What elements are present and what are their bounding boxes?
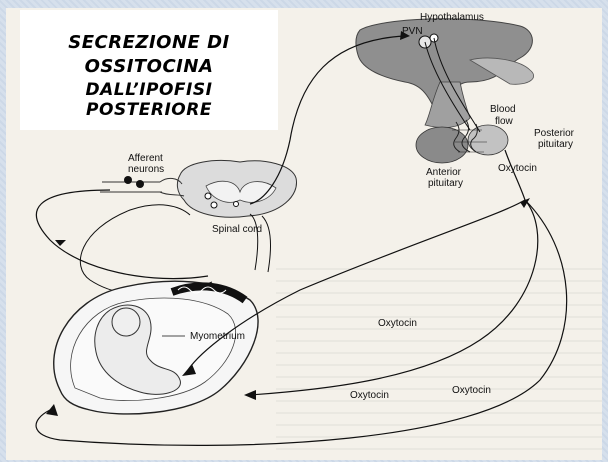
label-hypothalamus: Hypothalamus — [420, 12, 484, 23]
label-blood-flow-line1: Blood — [490, 104, 516, 115]
pathway-uterus-to-cord-1 — [36, 190, 208, 279]
label-afferent-line2: neurons — [128, 164, 164, 175]
title-line-1: SECREZIONE DI — [20, 32, 278, 53]
label-blood-flow-line2: flow — [495, 116, 514, 127]
title-box: SECREZIONE DI OSSITOCINA DALL’IPOFISI PO… — [20, 10, 278, 130]
label-oxytocin-bottom-left: Oxytocin — [350, 390, 389, 401]
label-oxytocin-mid: Oxytocin — [378, 318, 417, 329]
title-line-3: DALL’IPOFISI POSTERIORE — [20, 80, 278, 120]
label-oxytocin-top: Oxytocin — [498, 163, 537, 174]
label-myometrium: Myometrium — [190, 331, 245, 342]
label-anterior-pituitary-line2: pituitary — [428, 178, 463, 189]
title-line-2: OSSITOCINA — [20, 56, 278, 77]
label-afferent-line1: Afferent — [128, 153, 163, 164]
label-posterior-pituitary-line2: pituitary — [538, 139, 573, 150]
label-anterior-pituitary-line1: Anterior — [426, 167, 462, 178]
label-oxytocin-bottom-right: Oxytocin — [452, 385, 491, 396]
hypothalamus-illustration — [356, 19, 534, 163]
label-posterior-pituitary-line1: Posterior — [534, 128, 575, 139]
label-spinal-cord: Spinal cord — [212, 224, 262, 235]
uterus-fetus-illustration — [54, 281, 258, 414]
label-pvn: PVN — [402, 26, 423, 37]
